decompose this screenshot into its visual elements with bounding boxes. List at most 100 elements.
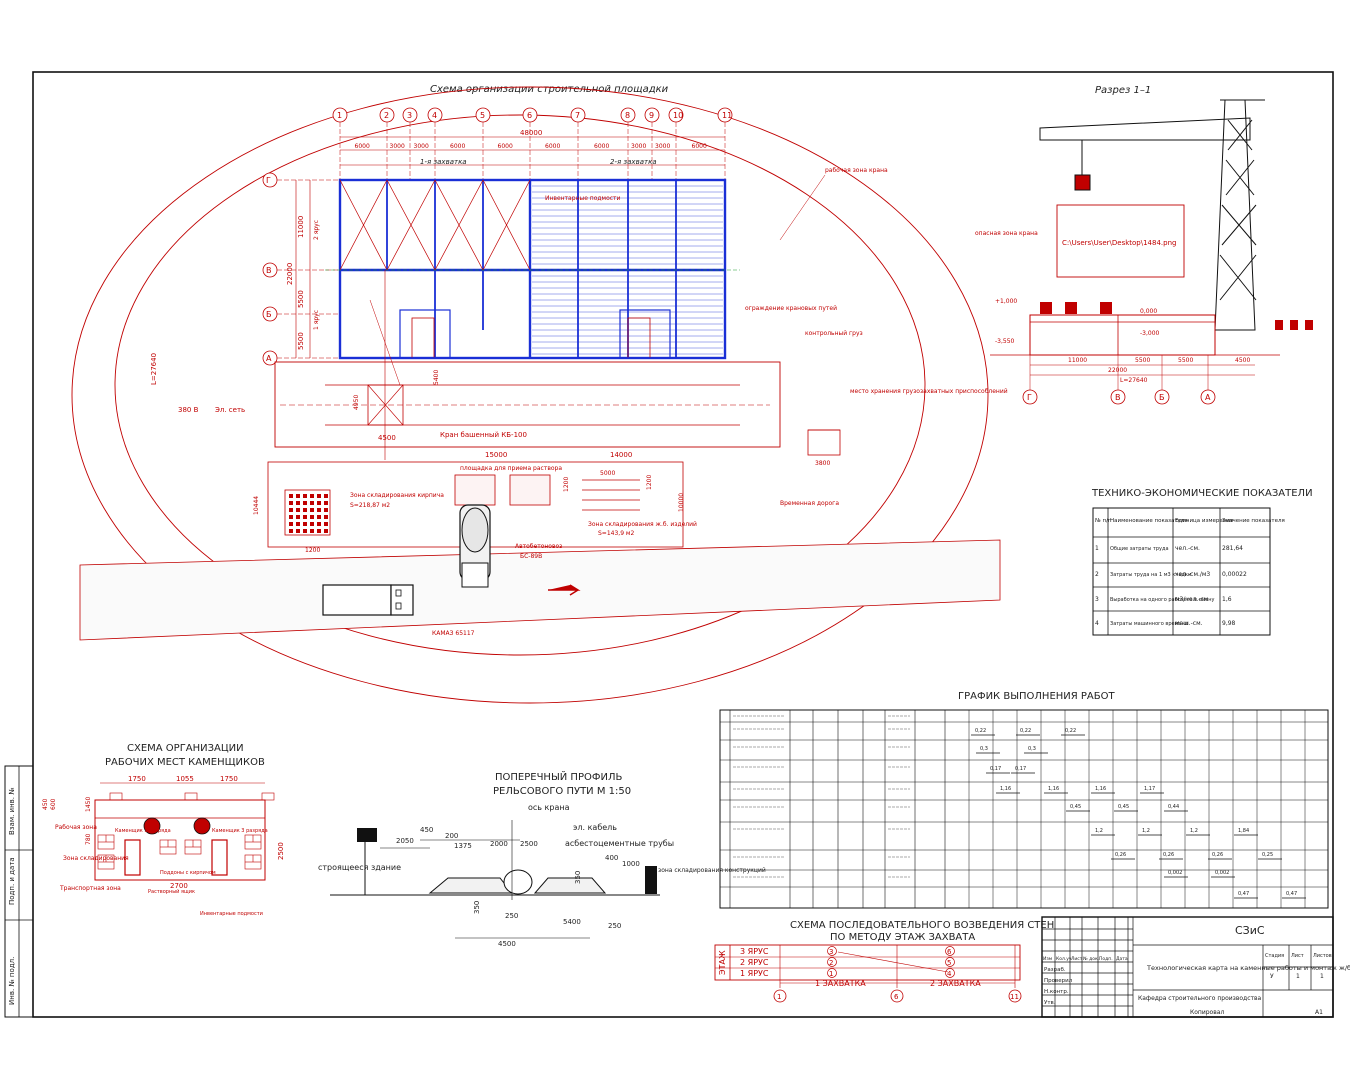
title-header: Подп. bbox=[1099, 956, 1113, 962]
section-axis-marker bbox=[1022, 389, 1038, 405]
section-dim-4: 4500 bbox=[1235, 357, 1250, 364]
yard-dim-8: 1200 bbox=[305, 547, 320, 554]
building-label: строящееся здание bbox=[318, 863, 401, 872]
yard-dim-1: 15000 bbox=[485, 451, 507, 459]
title-header: № док. bbox=[1083, 956, 1099, 962]
left-label-1: 1 ярус bbox=[313, 310, 320, 330]
workplace-label-6: Поддоны с кирпичом bbox=[160, 870, 216, 876]
axis-label-top: 2 bbox=[384, 111, 389, 120]
workplace-small-3: 780 bbox=[85, 833, 92, 845]
axis-label-left: В bbox=[266, 266, 272, 275]
tep-cell: Общие затраты труда bbox=[1110, 546, 1169, 552]
stage-value: У bbox=[1270, 973, 1274, 980]
pipes-label: асбестоцементные трубы bbox=[565, 839, 674, 848]
title-col-label: Лист bbox=[1291, 953, 1304, 959]
schedule-value: 0,22 bbox=[975, 728, 986, 734]
tep-header: Единица измерения bbox=[1175, 518, 1233, 524]
tier-num-right: 5 bbox=[947, 959, 951, 967]
crane-axis-label: ось крана bbox=[528, 803, 570, 812]
span-dim: 6000 bbox=[692, 143, 707, 150]
erection-axis bbox=[773, 989, 787, 1003]
crane-danger-zone bbox=[114, 114, 926, 656]
section-axis-marker bbox=[1154, 389, 1170, 405]
workplace-label-2: Зона складирования bbox=[63, 855, 129, 862]
span-dim: 6000 bbox=[355, 143, 370, 150]
schedule-value: 0,45 bbox=[1118, 804, 1129, 810]
title-header: Изм bbox=[1043, 956, 1052, 962]
erection-axis bbox=[1008, 989, 1022, 1003]
crane-zone-label: рабочая зона крана bbox=[825, 167, 888, 174]
workplace-dim-3: 1750 bbox=[220, 775, 238, 783]
workplace-small-4: 1450 bbox=[85, 797, 92, 812]
section-axis-marker bbox=[1200, 389, 1216, 405]
copied-label: Копировал bbox=[1190, 1009, 1224, 1016]
span-dim: 6000 bbox=[498, 143, 513, 150]
schedule-value: 0,26 bbox=[1212, 852, 1223, 858]
left-total: 22000 bbox=[286, 263, 294, 285]
erection-scheme: СХЕМА ПОСЛЕДОВАТЕЛЬНОГО ВОЗВЕДЕНИЯ СТЕН … bbox=[714, 920, 1054, 1003]
zone1-label: 1-я захватка bbox=[420, 158, 467, 166]
tep-cell: 0,00022 bbox=[1222, 571, 1247, 578]
tep-table: ТЕХНИКО-ЭКОНОМИЧЕСКИЕ ПОКАЗАТЕЛИ № п/пНа… bbox=[1091, 488, 1313, 636]
workplace-label-1: Рабочая зона bbox=[55, 824, 97, 831]
tier-label: 2 ЯРУС bbox=[740, 958, 769, 967]
zone-2: 2 ЗАХВАТКА bbox=[930, 979, 981, 988]
workplace-dim-right: 2500 bbox=[277, 842, 285, 860]
yard-dim-6: 10000 bbox=[678, 493, 685, 512]
tep-cell: чел.-см. bbox=[1175, 545, 1200, 552]
schedule-value: 0,17 bbox=[990, 766, 1001, 772]
site-plan-title: Схема организации строительной площадки bbox=[430, 84, 669, 95]
level-2: 0,000 bbox=[1140, 308, 1157, 315]
rail-dim: 350 bbox=[574, 871, 582, 884]
side-stamp-2: Подп. и дата bbox=[8, 857, 16, 905]
tep-cell: Затраты труда на 1 м3 кладки bbox=[1110, 572, 1191, 578]
section-axis-label: Б bbox=[1159, 393, 1165, 402]
schedule-value: 0,26 bbox=[1163, 852, 1174, 858]
truck-label: КАМАЗ 65117 bbox=[432, 630, 475, 637]
tier-num-left: 1 bbox=[829, 970, 833, 978]
crane-radius: L=27640 bbox=[150, 353, 158, 385]
title-role: Разраб. bbox=[1044, 967, 1066, 973]
level-4: -3,550 bbox=[995, 338, 1015, 345]
tier-label: 1 ЯРУС bbox=[740, 969, 769, 978]
section-total: 22000 bbox=[1108, 367, 1127, 374]
title-role: Н.контр. bbox=[1044, 989, 1069, 995]
mixer-model: БС-89В bbox=[520, 553, 542, 560]
temp-road bbox=[79, 539, 1001, 641]
workplace-scheme: СХЕМА ОРГАНИЗАЦИИ РАБОЧИХ МЕСТ КАМЕНЩИКО… bbox=[42, 743, 285, 917]
scaffolds-label: Инвентарные подмости bbox=[545, 195, 621, 202]
rail-dim: 200 bbox=[445, 832, 458, 840]
tep-cell: 4 bbox=[1095, 620, 1099, 627]
crane-name: Кран башенный КБ-100 bbox=[440, 431, 527, 439]
rc-area-label: S=143,9 м2 bbox=[598, 530, 634, 537]
rail-dim: 350 bbox=[473, 901, 481, 914]
yard-dim-2: 14000 bbox=[610, 451, 632, 459]
crane-dim2: 4950 bbox=[353, 395, 360, 410]
schedule-value: 0,3 bbox=[980, 746, 988, 752]
erection-axis-label: 1 bbox=[777, 993, 781, 1001]
axis-label-left: Б bbox=[266, 310, 272, 319]
rail-title-1: ПОПЕРЕЧНЫЙ ПРОФИЛЬ bbox=[495, 770, 622, 783]
left-dim-2: 5500 bbox=[297, 290, 305, 308]
axis-label-top: 10 bbox=[673, 111, 683, 120]
tep-cell: чел.-см./м3 bbox=[1175, 571, 1210, 578]
workplace-dim-bottom: 2700 bbox=[170, 882, 188, 890]
title-col-label: Стадия bbox=[1265, 953, 1284, 959]
tep-header: № п/п bbox=[1095, 518, 1112, 524]
schedule-title: ГРАФИК ВЫПОЛНЕНИЯ РАБОТ bbox=[958, 691, 1115, 702]
rail-dim: 5400 bbox=[563, 918, 581, 926]
rail-title-2: РЕЛЬСОВОГО ПУТИ М 1:50 bbox=[493, 786, 631, 797]
temp-road-label: Временная дорога bbox=[780, 500, 839, 507]
tep-title: ТЕХНИКО-ЭКОНОМИЧЕСКИЕ ПОКАЗАТЕЛИ bbox=[1091, 488, 1313, 499]
left-label-2: 2 ярус bbox=[313, 220, 320, 240]
left-dim-1: 11000 bbox=[297, 216, 305, 238]
brick-storage-label: Зона складирования кирпича bbox=[350, 492, 444, 499]
crane-track bbox=[274, 270, 781, 460]
section-axis-label: Г bbox=[1027, 393, 1032, 402]
mixer-label: Автобетоновоз bbox=[515, 543, 562, 550]
tep-header: Значение показателя bbox=[1222, 518, 1285, 524]
floor-label: ЭТАЖ bbox=[718, 950, 727, 975]
